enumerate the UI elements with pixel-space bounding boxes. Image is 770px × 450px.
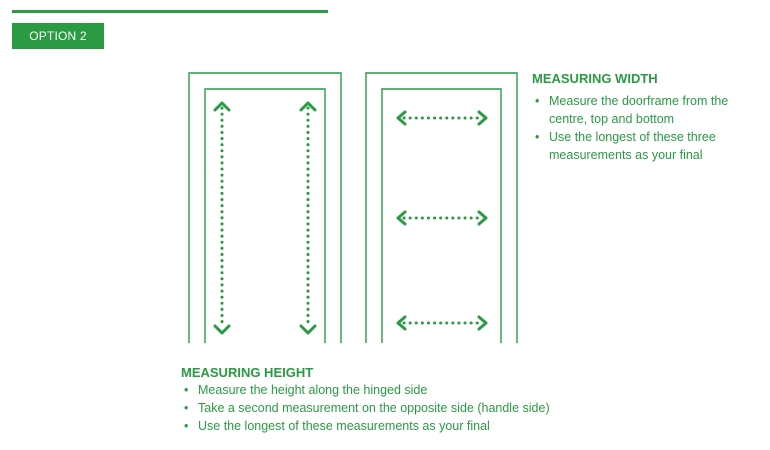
vertical-double-arrow-icon	[299, 101, 317, 335]
measuring-height-list: Measure the height along the hinged side…	[181, 381, 601, 435]
top-divider	[12, 10, 328, 13]
horizontal-double-arrow-icon	[396, 110, 488, 126]
list-item: Use the longest of these measurements as…	[181, 417, 601, 435]
option-badge: OPTION 2	[12, 23, 104, 49]
horizontal-double-arrow-icon	[396, 210, 488, 226]
height-door-outer-frame	[188, 72, 342, 343]
width-door-outer-frame	[365, 72, 518, 343]
height-door-inner-frame	[204, 88, 326, 343]
list-item: Measure the height along the hinged side	[181, 381, 601, 399]
measuring-width-list: Measure the doorframe from the centre, t…	[532, 92, 732, 164]
list-item: Measure the doorframe from the centre, t…	[532, 92, 732, 128]
measuring-width-heading: MEASURING WIDTH	[532, 71, 658, 86]
measuring-height-notes: MEASURING HEIGHT Measure the height alon…	[181, 365, 601, 435]
horizontal-double-arrow-icon	[396, 315, 488, 331]
width-door-frame	[365, 72, 518, 343]
width-door-inner-frame	[381, 88, 502, 343]
height-door-frame	[188, 72, 342, 343]
list-item: Take a second measurement on the opposit…	[181, 399, 601, 417]
vertical-double-arrow-icon	[213, 101, 231, 335]
measuring-width-notes: MEASURING WIDTH Measure the doorframe fr…	[532, 71, 732, 164]
list-item: Use the longest of these three measureme…	[532, 128, 732, 164]
measuring-height-heading: MEASURING HEIGHT	[181, 365, 314, 380]
